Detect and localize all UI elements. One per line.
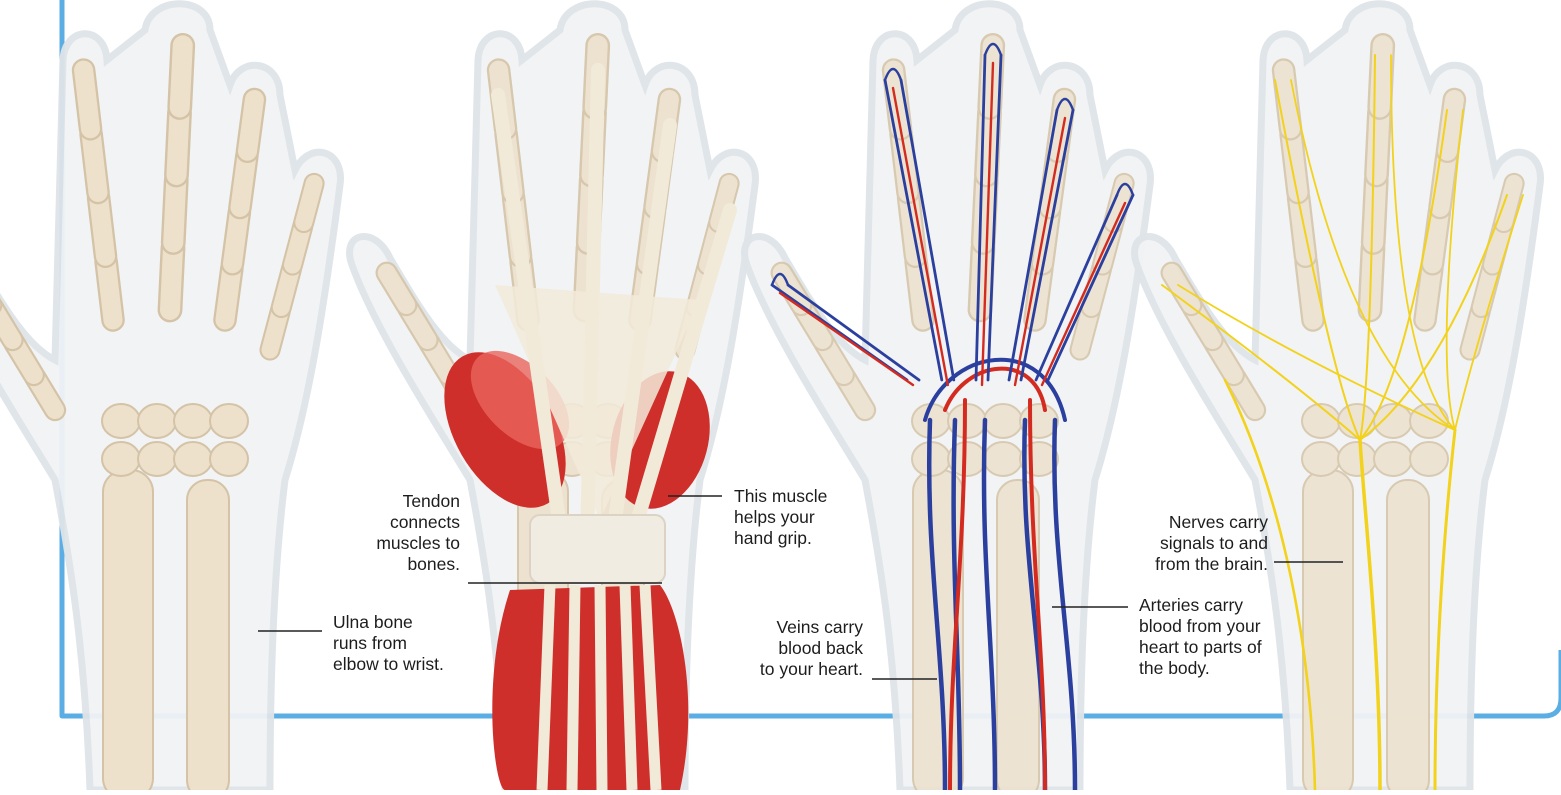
phalanx-bone [304, 183, 314, 222]
carpal-bone [174, 404, 212, 438]
phalanx-bone [240, 156, 247, 208]
ulna-bone [1387, 480, 1429, 790]
phalanx-bone [1433, 212, 1440, 264]
phalanx-bone [177, 113, 180, 175]
carpal-bone [984, 442, 1022, 476]
carpal-bone [174, 442, 212, 476]
carpal-bone [984, 404, 1022, 438]
carpal-bone [1410, 442, 1448, 476]
radius-bone [1303, 470, 1353, 790]
carpal-bone [1374, 442, 1412, 476]
carpal-bone [1302, 442, 1340, 476]
carpal-bone [210, 442, 248, 476]
forearm-tendon [600, 585, 602, 790]
label-muscle: This muscle helps your hand grip. [734, 486, 827, 549]
ulna-bone [187, 480, 229, 790]
phalanx-bone [1284, 70, 1291, 129]
forearm-tendon [572, 585, 575, 790]
phalanx-bone [1440, 156, 1447, 208]
phalanx-bone [84, 70, 91, 129]
carpal-bone [138, 442, 176, 476]
phalanx-bone [1448, 100, 1455, 152]
carpal-bone [102, 442, 140, 476]
phalanx-bone [1306, 261, 1313, 320]
carpal-bone [1338, 442, 1376, 476]
phalanx-bone [180, 45, 183, 107]
label-tendon: Tendon connects muscles to bones. [330, 491, 460, 575]
phalanx-bone [1425, 268, 1432, 320]
phalanx-bone [1504, 183, 1514, 222]
phalanx-bone [233, 212, 240, 264]
phalanx-bone [1380, 45, 1383, 107]
phalanx-bone [99, 198, 106, 257]
label-veins: Veins carry blood back to your heart. [720, 617, 863, 680]
phalanx-bone [983, 180, 986, 242]
radius-bone [103, 470, 153, 790]
phalanx-bone [91, 134, 98, 193]
phalanx-bone [1377, 113, 1380, 175]
phalanx-bone [173, 180, 176, 242]
forearm-tendon [625, 585, 632, 790]
label-nerves: Nerves carry signals to and from the bra… [1130, 512, 1268, 575]
label-arteries: Arteries carry blood from your heart to … [1139, 595, 1262, 679]
hand-bones [0, 4, 340, 790]
label-ulna: Ulna bone runs from elbow to wrist. [333, 612, 444, 675]
carpal-bone [102, 404, 140, 438]
phalanx-bone [248, 100, 255, 152]
phalanx-bone [106, 261, 113, 320]
carpal-bone [210, 404, 248, 438]
phalanx-bone [225, 268, 232, 320]
phalanx-bone [170, 248, 173, 310]
wrist-retinaculum [530, 515, 665, 583]
carpal-bone [138, 404, 176, 438]
carpal-bone [1302, 404, 1340, 438]
